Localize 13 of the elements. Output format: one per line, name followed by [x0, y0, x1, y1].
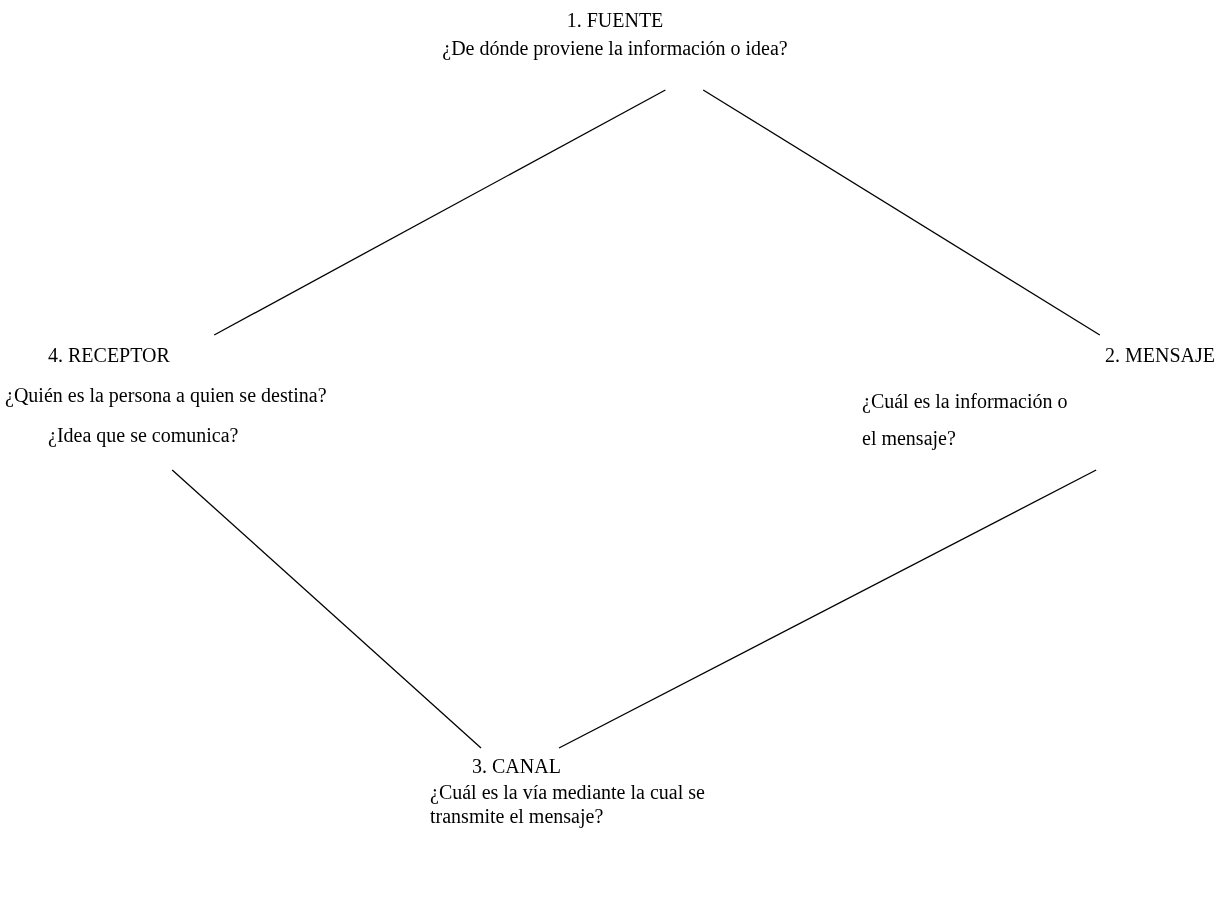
node-heading: 2. MENSAJE: [1104, 343, 1215, 367]
node-heading: 1. FUENTE: [565, 8, 665, 32]
question-text: ¿Cuál es la vía mediante la cual se transmite el mensaje?: [430, 780, 706, 828]
connector-line: [558, 469, 1097, 749]
connector-line: [213, 89, 667, 336]
question-text: ¿De dónde proviene la información o idea?: [441, 36, 789, 60]
connector-line: [702, 89, 1101, 336]
question-text: ¿Cuál es la información o el mensaje?: [862, 389, 1069, 452]
question-text: ¿Idea que se comunica?: [48, 423, 240, 447]
connector-line: [171, 469, 482, 749]
node-heading: 3. CANAL: [472, 754, 562, 778]
node-heading: 4. RECEPTOR: [48, 343, 171, 367]
question-text: ¿Quién es la persona a quien se destina?: [5, 383, 328, 407]
